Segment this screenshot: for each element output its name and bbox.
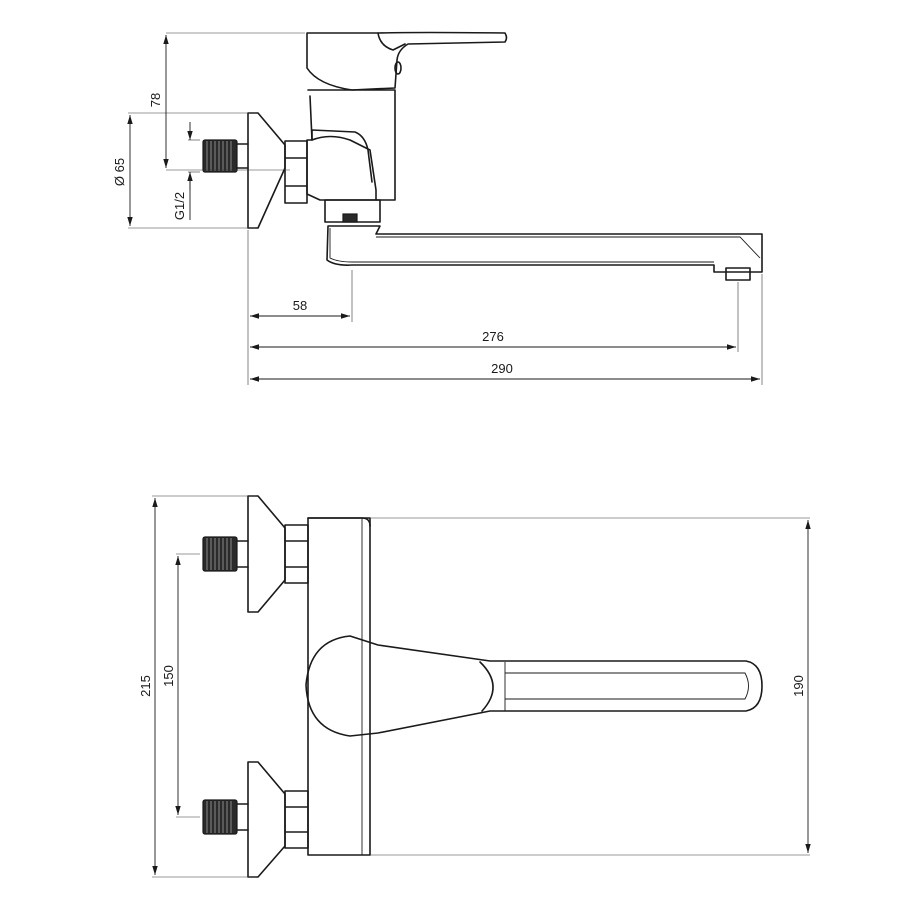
top-connection bbox=[202, 495, 309, 613]
lever-top bbox=[306, 31, 508, 91]
spout bbox=[326, 225, 763, 281]
dim-connection-spacing: 150 bbox=[161, 665, 176, 687]
hex-nut bbox=[284, 140, 308, 204]
side-view: 78 Ø 65 G1/2 58 276 290 bbox=[112, 31, 763, 385]
front-view: 215 150 190 bbox=[138, 495, 811, 878]
front-body bbox=[307, 517, 371, 856]
wall-flange bbox=[247, 112, 286, 229]
lever-front bbox=[305, 635, 763, 737]
swivel-collar bbox=[324, 199, 381, 223]
dim-flange-diameter: Ø 65 bbox=[112, 158, 127, 186]
dim-total-height: 215 bbox=[138, 675, 153, 697]
dim-body-height: 190 bbox=[791, 675, 806, 697]
dim-thread: G1/2 bbox=[172, 192, 187, 220]
dim-spout-reach: 276 bbox=[482, 329, 504, 344]
mixer-body bbox=[306, 89, 396, 201]
dim-total-length: 290 bbox=[491, 361, 513, 376]
inlet-fitting bbox=[202, 139, 249, 173]
dim-spout-offset: 58 bbox=[293, 298, 307, 313]
dim-height-top: 78 bbox=[148, 93, 163, 107]
bottom-connection bbox=[202, 761, 309, 878]
